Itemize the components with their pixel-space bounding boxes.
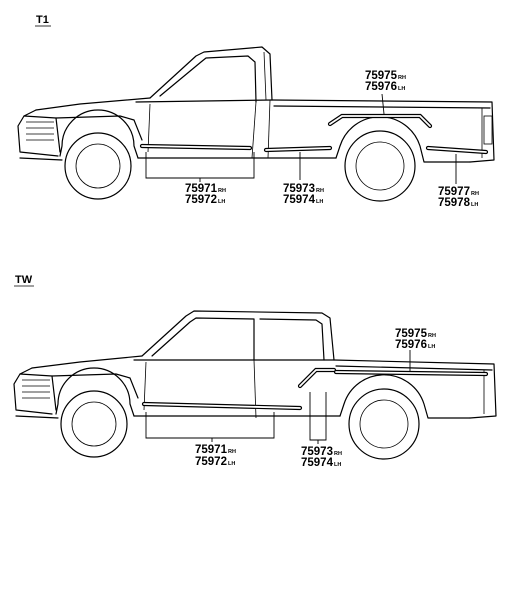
- t1-section: T1: [17, 14, 495, 209]
- t1-stripes: [139, 113, 489, 155]
- variant-label-t1: T1: [36, 14, 49, 26]
- t1-part-75977: 75977RH: [438, 186, 479, 198]
- t1-part-75974: 75974LH: [283, 194, 323, 206]
- t1-part-75978: 75978LH: [438, 197, 478, 209]
- variant-label-tw: TW: [15, 274, 33, 286]
- tw-leaders: [145, 350, 411, 444]
- tw-part-75975: 75975RH: [395, 328, 436, 340]
- t1-part-75976: 75976LH: [365, 81, 405, 93]
- t1-part-75971: 75971RH: [185, 183, 226, 195]
- t1-part-75973: 75973RH: [283, 183, 324, 195]
- t1-part-75975: 75975RH: [365, 70, 406, 82]
- tw-part-75974: 75974LH: [301, 457, 341, 469]
- t1-truck-drawing: [17, 46, 495, 202]
- t1-part-labels: 75971RH 75972LH 75973RH 75974LH 75975RH …: [185, 70, 479, 209]
- t1-leaders: [145, 93, 457, 184]
- tw-part-75971: 75971RH: [195, 444, 236, 456]
- tw-part-75976: 75976LH: [395, 339, 435, 351]
- tw-section: TW: [13, 274, 497, 469]
- tw-part-75972: 75972LH: [195, 456, 235, 468]
- tw-part-labels: 75971RH 75972LH 75973RH 75974LH 75975RH …: [195, 328, 436, 469]
- t1-part-75972: 75972LH: [185, 194, 225, 206]
- tw-part-75973: 75973RH: [301, 446, 342, 458]
- tw-stripes: [141, 367, 489, 411]
